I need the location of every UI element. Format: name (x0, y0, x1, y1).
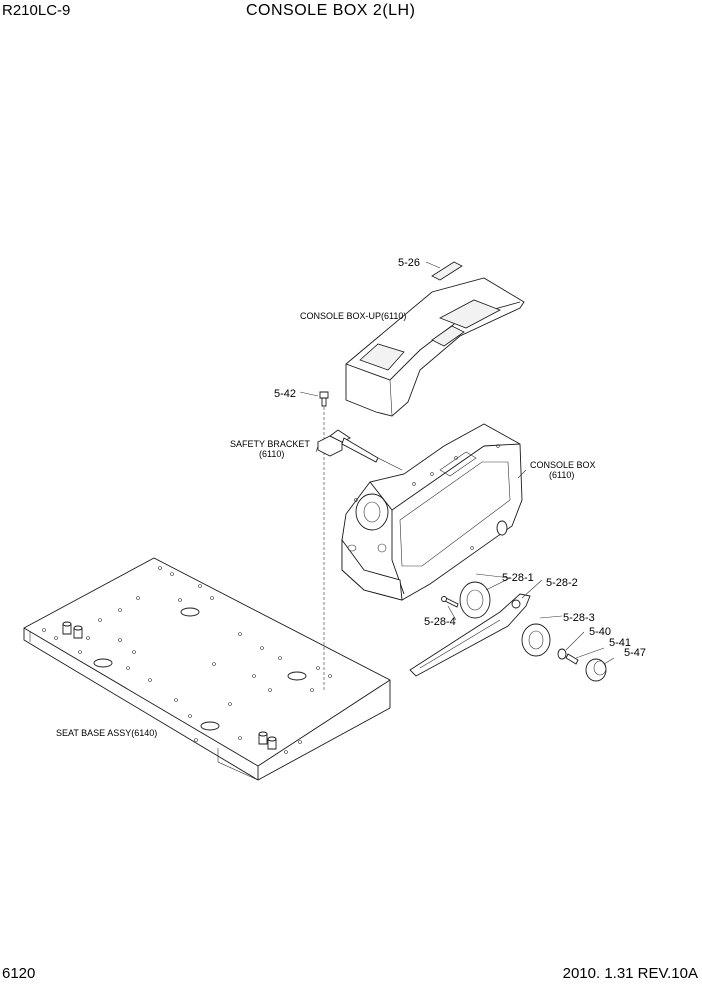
page-title: CONSOLE BOX 2(LH) (246, 2, 416, 19)
part-number-5-28-4: 5-28-4 (424, 616, 456, 628)
console-box-label-line1: CONSOLE BOX (530, 460, 596, 470)
safety-bracket-label-line2: (6110) (259, 449, 285, 459)
safety-bracket-label-line1: SAFETY BRACKET (230, 439, 310, 449)
seat-base-assy-label: SEAT BASE ASSY(6140) (56, 728, 158, 738)
part-number-5-40: 5-40 (589, 626, 612, 638)
model-code: R210LC-9 (2, 2, 71, 19)
part-number-5-26: 5-26 (398, 257, 421, 269)
safety-bracket-drawing (316, 391, 403, 690)
leader-lines (299, 261, 615, 665)
part-number-5-41: 5-41 (609, 637, 632, 649)
page-number: 6120 (2, 965, 36, 982)
part-number-5-28-1: 5-28-1 (502, 572, 534, 584)
part-number-5-28-2: 5-28-2 (546, 577, 578, 589)
console-box-up-drawing (345, 261, 525, 417)
part-number-5-47: 5-47 (624, 647, 647, 659)
console-box-up-label: CONSOLE BOX-UP(6110) (300, 311, 407, 321)
part-number-5-28-3: 5-28-3 (563, 612, 595, 624)
console-box-label-line2: (6110) (549, 470, 575, 480)
revision-date: 2010. 1.31 REV.10A (562, 965, 698, 982)
seat-base-assy-drawing (23, 557, 391, 781)
console-box-drawing (341, 423, 523, 601)
cup-holder-parts-drawing (409, 581, 607, 682)
part-number-5-42: 5-42 (274, 388, 297, 400)
